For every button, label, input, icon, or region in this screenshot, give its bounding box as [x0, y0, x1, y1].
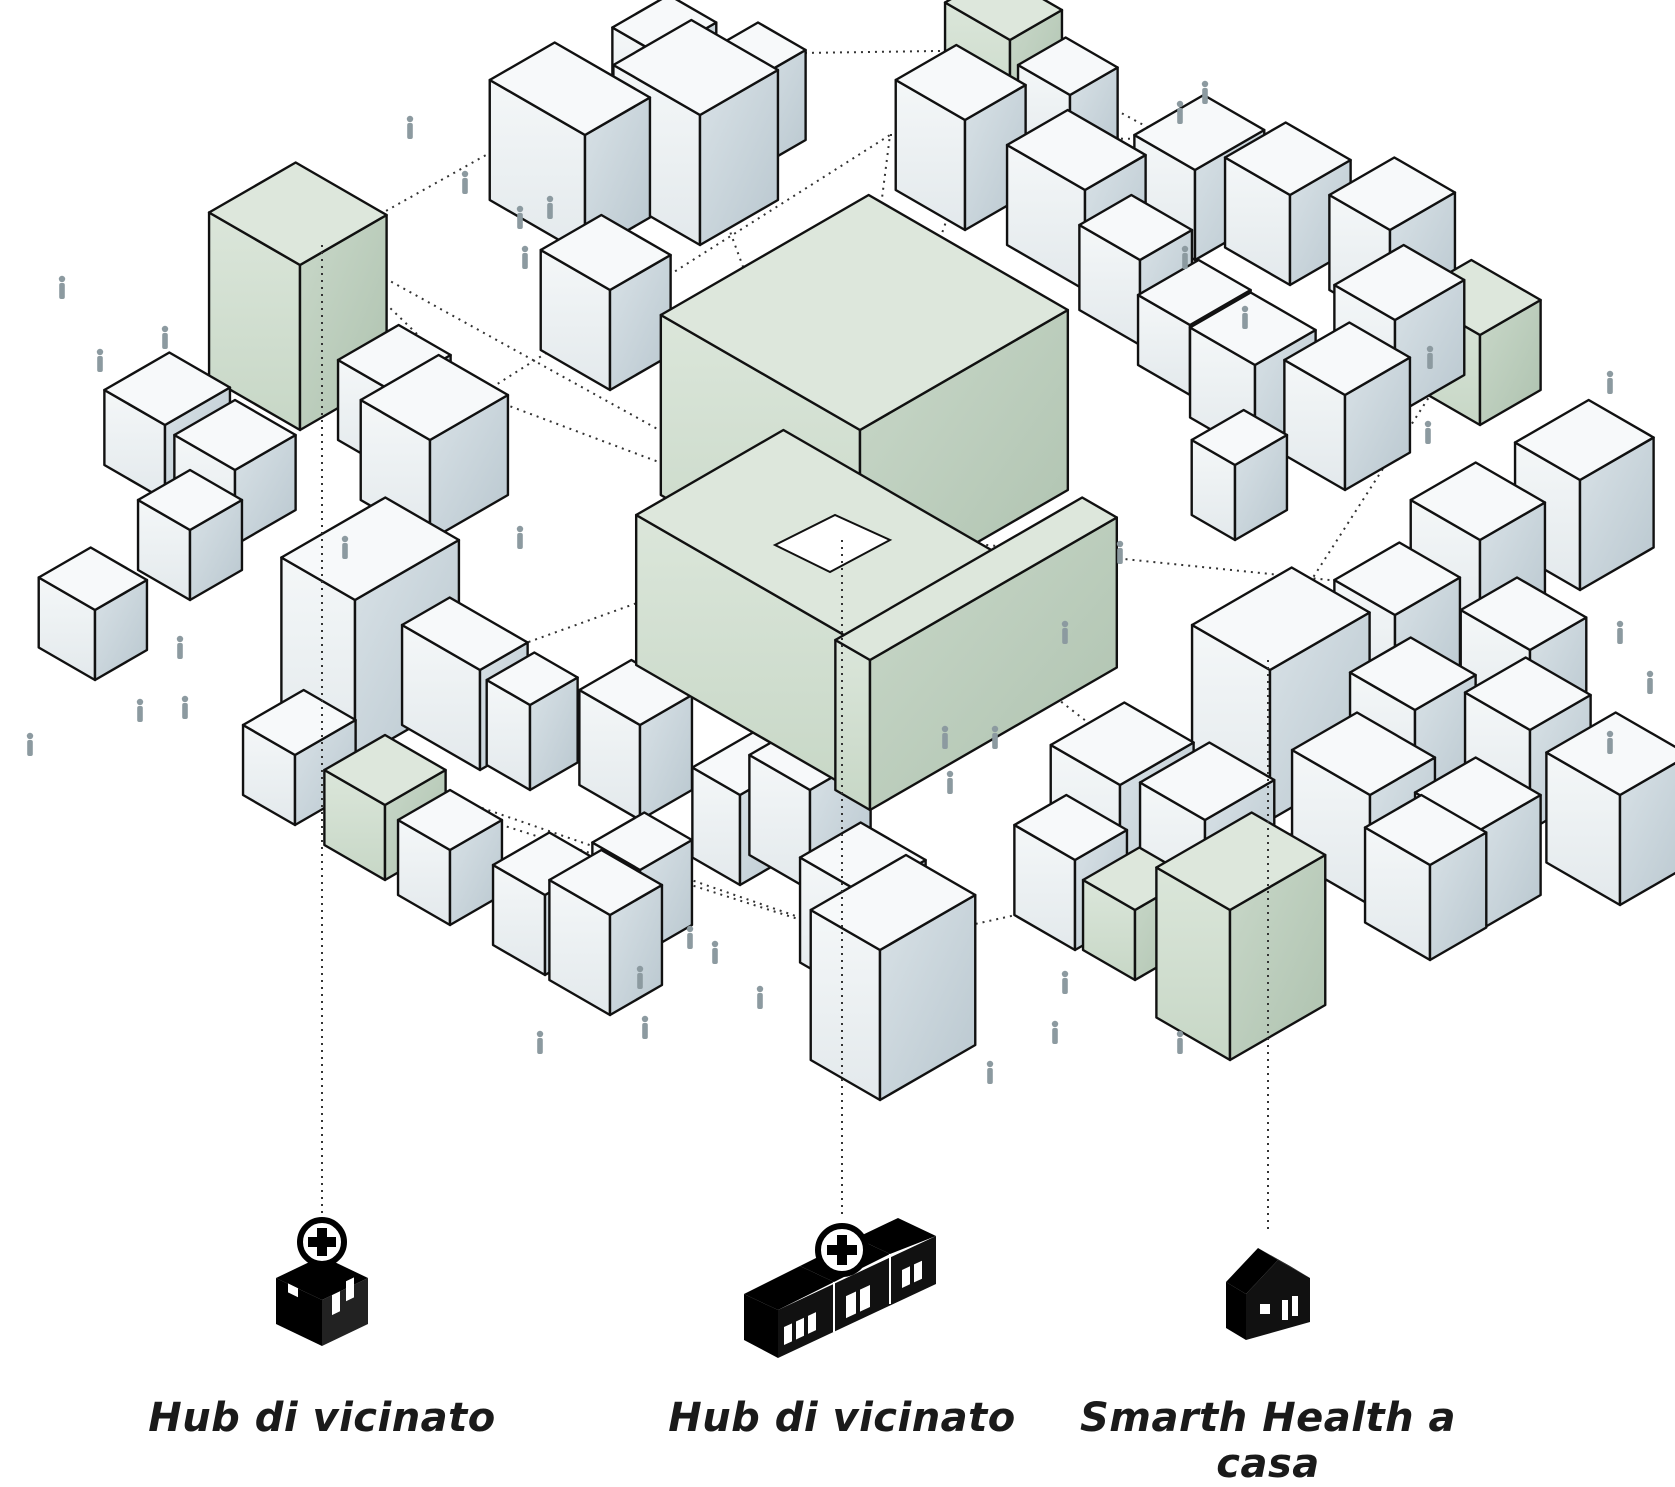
building-46	[396, 788, 504, 927]
people-figures	[26, 80, 1654, 1084]
person-3	[516, 205, 524, 229]
building-55	[1155, 811, 1327, 1062]
person-25	[941, 725, 949, 749]
person-12	[1241, 305, 1249, 329]
person-6	[161, 325, 169, 349]
person-11	[1181, 245, 1189, 269]
building-17	[539, 213, 672, 392]
network-line-8	[269, 734, 881, 946]
central-hub-front-right	[834, 496, 1119, 812]
person-13	[1426, 345, 1434, 369]
person-33	[536, 1030, 544, 1054]
leader-lines	[321, 245, 1269, 1230]
clinic-large-icon	[744, 1218, 936, 1358]
person-31	[641, 1015, 649, 1039]
person-27	[946, 770, 954, 794]
person-1	[406, 115, 414, 139]
person-38	[1061, 620, 1069, 644]
building-blocks	[37, 0, 1675, 1102]
building-37	[578, 658, 694, 822]
person-23	[1646, 670, 1654, 694]
person-10	[1176, 100, 1184, 124]
person-32	[756, 985, 764, 1009]
building-52	[1363, 793, 1488, 962]
building-33	[485, 651, 579, 792]
person-17	[341, 535, 349, 559]
person-21	[26, 732, 34, 756]
person-9	[1201, 80, 1209, 104]
person-7	[96, 348, 104, 372]
person-29	[711, 940, 719, 964]
person-2	[461, 170, 469, 194]
person-18	[176, 635, 184, 659]
person-8	[521, 245, 529, 269]
person-16	[516, 525, 524, 549]
person-22	[1616, 620, 1624, 644]
building-56	[809, 853, 977, 1102]
person-28	[686, 925, 694, 949]
house-icon	[1226, 1248, 1310, 1340]
building-5	[894, 43, 1027, 232]
person-20	[136, 698, 144, 722]
person-4	[546, 195, 554, 219]
central-courtyard	[772, 513, 893, 574]
person-39	[1116, 540, 1124, 564]
person-15	[1424, 420, 1432, 444]
building-25	[136, 468, 244, 602]
person-5	[58, 275, 66, 299]
clinic-small-icon	[276, 1217, 368, 1346]
person-36	[1176, 1030, 1184, 1054]
building-26	[37, 546, 149, 682]
person-26	[991, 725, 999, 749]
person-35	[1051, 1020, 1059, 1044]
building-20	[1283, 321, 1412, 492]
person-19	[181, 695, 189, 719]
legend-label-hub-large: Hub di vicinato	[668, 1395, 1016, 1441]
building-22	[1190, 408, 1289, 542]
legend-label-hub-small: Hub di vicinato	[148, 1395, 496, 1441]
person-24	[1606, 730, 1614, 754]
isometric-neighborhood-diagram	[26, 0, 1675, 1358]
building-53	[548, 848, 664, 1017]
person-37	[986, 1060, 994, 1084]
person-14	[1606, 370, 1614, 394]
network-line-15	[839, 529, 1526, 601]
person-30	[636, 965, 644, 989]
legend-label-smart-health: Smarth Health a casa	[1079, 1395, 1457, 1487]
person-34	[1061, 970, 1069, 994]
